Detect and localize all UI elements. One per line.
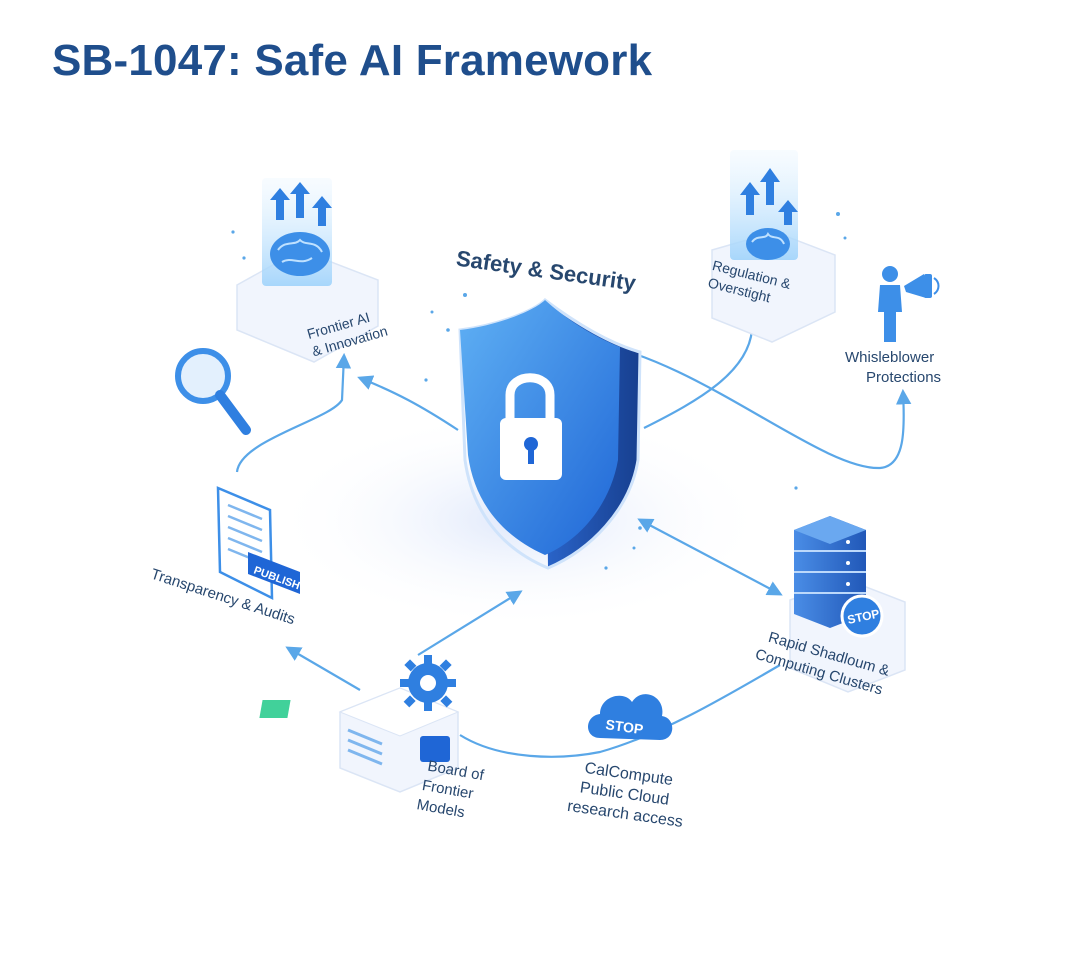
arrow-board-to-transparency [285,646,361,691]
whistleblower-label-2: Protections [866,369,941,386]
up-arrows-icon [270,182,332,226]
whistleblower-node: Whisleblower Protections [845,266,941,386]
document-icon: PUBLISH [216,486,302,601]
connectors [235,329,912,758]
arrow-to-whistleblower [589,340,912,470]
server-stack-icon [794,516,866,628]
sparkles [231,212,847,570]
whistleblower-label-1: Whisleblower [845,349,934,366]
up-arrows-icon [740,168,798,225]
calcompute-node: STOP CalCompute Public Cloud research ac… [566,694,689,831]
arrow-shield-servers [637,518,783,596]
arrow-board-to-calcompute [459,664,781,758]
arrow-shield-to-frontier [357,375,459,431]
page-title: SB-1047: Safe AI Framework [52,36,653,85]
shield-lock-icon [458,298,642,570]
svg-text:CalCompute Public Cloud: CalCompute Public Cloud research access [566,758,689,831]
rapid-stop-badge: STOP [846,606,881,626]
calcompute-stop-badge: STOP [605,716,645,737]
arrow-regulation [643,329,754,429]
brain-icon [746,228,790,260]
rapid-node: STOP Rapid Shadloum & Computing Clusters [753,516,906,699]
arrow-to-frontier-up [235,352,352,473]
board-node: Board of Frontier Models [259,655,486,821]
magnifier-icon [175,348,251,435]
brain-icon [270,232,330,276]
cloud-icon: STOP [588,694,673,740]
frontier-ai-node: Frontier AI & Innovation [236,178,389,363]
gear-icon [400,655,456,711]
center-label: Safety & Security [455,246,638,296]
regulation-node: Regulation & Overstight [706,150,836,343]
megaphone-person-icon [878,266,940,342]
svg-text:Whisleblower Protections: Whisleblower Protections [845,349,941,386]
arrow-board-to-shield [417,590,523,656]
